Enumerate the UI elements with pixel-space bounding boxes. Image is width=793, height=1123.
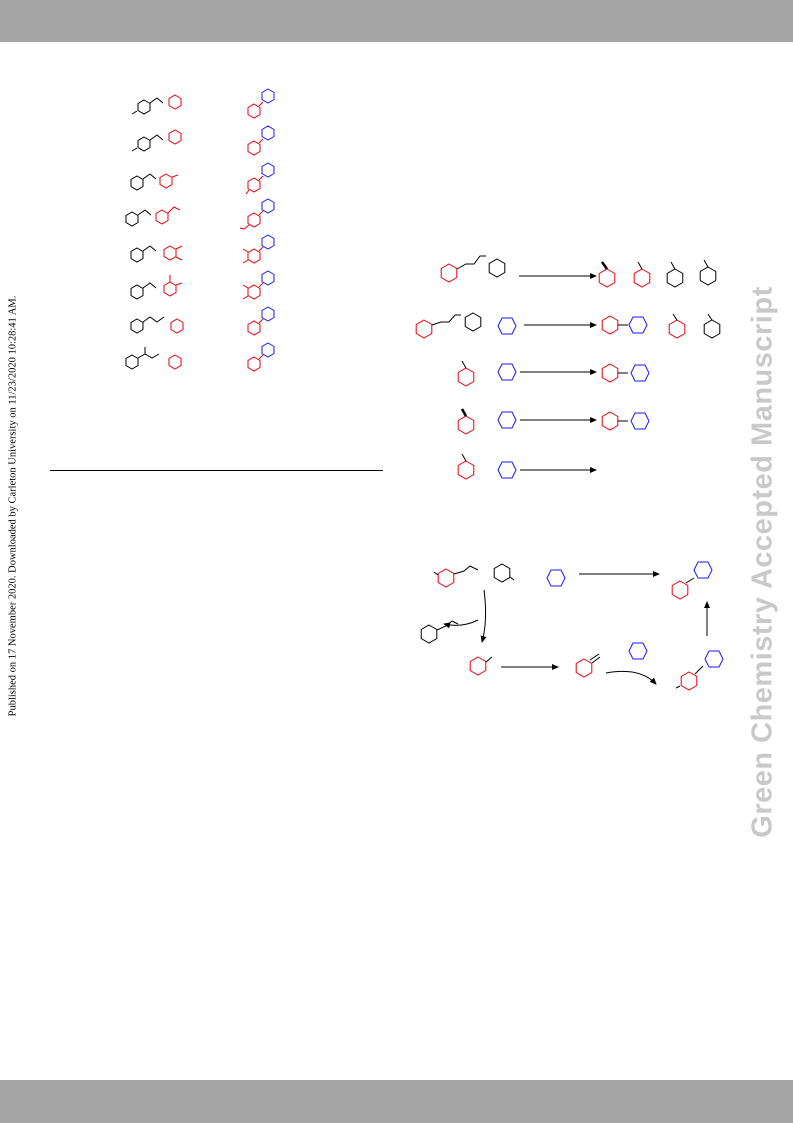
product-distribution-scheme: [415, 255, 721, 480]
substrate-structure: [130, 173, 179, 191]
substrate-structure: [125, 347, 182, 370]
product-structure: [247, 88, 275, 119]
reaction-row: [415, 312, 721, 339]
footer-bar: [0, 1080, 793, 1123]
substrate-column: [125, 94, 184, 370]
substrate-structure: [131, 129, 182, 152]
substrate-structure: [125, 206, 181, 227]
product-structure: [247, 306, 275, 336]
reaction-row: [457, 360, 650, 387]
substrate-structure: [130, 245, 183, 263]
substrate-structure: [130, 316, 184, 334]
product-structure: [247, 125, 275, 156]
product-structure: [245, 162, 275, 195]
product-column: [239, 88, 275, 372]
mechanism-scheme: [420, 561, 724, 691]
reaction-row: [457, 408, 650, 435]
reaction-row: [440, 255, 717, 288]
product-structure: [242, 270, 275, 300]
substrate-structure: [130, 275, 183, 300]
product-structure: [247, 342, 275, 372]
product-structure: [239, 198, 275, 230]
reaction-row: [457, 453, 597, 480]
product-structure: [242, 234, 275, 264]
substrate-structure: [131, 94, 182, 115]
header-bar: [0, 0, 793, 42]
section-rule: [50, 470, 383, 471]
